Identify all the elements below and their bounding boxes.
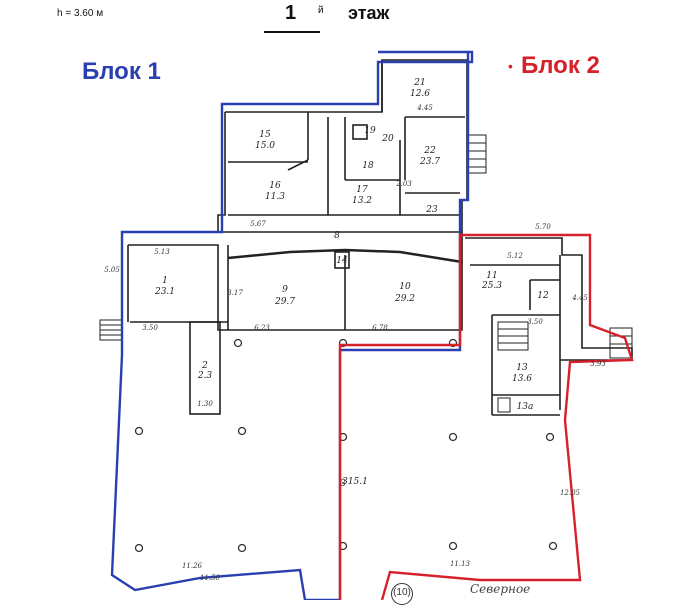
- street-number: (10): [391, 583, 413, 605]
- stair: [352, 124, 368, 140]
- dimension-label: 3.50: [142, 324, 158, 332]
- dimension-label: 1.30: [197, 400, 213, 408]
- room-3-number: 3: [340, 479, 346, 489]
- room-17-number: 17: [356, 185, 368, 195]
- room-22-number: 22: [423, 146, 436, 156]
- dimension-label: 3.93: [590, 360, 606, 368]
- floor-suffix: й: [318, 5, 324, 16]
- room-11-number: 11: [486, 271, 497, 281]
- walls: [99, 59, 633, 416]
- arch: [227, 248, 463, 264]
- dimension-label: 4.45: [571, 294, 588, 302]
- room-23-number: 23: [425, 205, 438, 215]
- dimension-label: 6.78: [372, 324, 388, 332]
- middle-wall: [128, 232, 463, 331]
- room-9-area: 29.7: [274, 297, 295, 307]
- room-17-area: 13.2: [352, 196, 372, 206]
- dimension-label: 2.03: [395, 180, 412, 188]
- dimension-label: 11.13: [450, 560, 471, 568]
- street-name: Северное: [470, 582, 531, 596]
- dimension-label: 3.17: [227, 289, 243, 297]
- room-1-area: 23.1: [154, 287, 175, 297]
- dimension-label: 11.26: [182, 562, 203, 570]
- block-2-outline: [338, 233, 634, 600]
- floor-underline: [264, 31, 320, 33]
- hall-area: 315.1: [342, 477, 368, 487]
- dimension-labels: 4.45 5.67 5.13 5.70 5.12 3.50 6.23 6.78 …: [104, 104, 606, 582]
- dimension-label: 5.05: [104, 266, 120, 274]
- wall: [287, 159, 309, 171]
- room-22-area: 23.7: [419, 157, 440, 167]
- floor-number: 1: [285, 2, 297, 24]
- room-14-number: 14: [336, 256, 348, 266]
- dimension-label: 11.50: [200, 574, 221, 582]
- block-1-label: Блок 1: [82, 58, 161, 85]
- room-20-number: 20: [381, 134, 394, 144]
- room-12-number: 12: [537, 291, 549, 301]
- room-labels: 21 12.6 15 15.0 22 23.7 16 11.3 17 13.2 …: [154, 78, 549, 489]
- room-16-area: 11.3: [265, 192, 285, 202]
- dimension-label: 6.23: [254, 324, 270, 332]
- room-9-number: 9: [282, 285, 288, 295]
- dimension-label: 5.12: [507, 252, 523, 260]
- dimension-label: 3.50: [527, 318, 543, 326]
- room-10-area: 29.2: [394, 294, 415, 304]
- room-10-number: 10: [399, 282, 411, 292]
- room-13-number: 13: [516, 363, 528, 373]
- dimension-label: 5.70: [535, 223, 551, 231]
- block-2-dot: •: [508, 58, 513, 74]
- room-15-number: 15: [259, 130, 271, 140]
- room-13a-number: 13а: [517, 402, 534, 412]
- room-2-number: 2: [201, 361, 208, 371]
- dimension-label: 12.05: [560, 489, 581, 497]
- room-16-number: 16: [269, 181, 281, 191]
- room-11-area: 25.3: [481, 281, 502, 291]
- closet: [189, 321, 221, 415]
- floor-word: этаж: [348, 3, 390, 23]
- room-13-area: 13.6: [512, 374, 532, 384]
- dimension-label: 4.45: [416, 104, 433, 112]
- height-note: h = 3.60 м: [57, 8, 104, 19]
- block-1-outline: [110, 50, 474, 600]
- room-15-area: 15.0: [255, 141, 275, 151]
- dimension-label: 5.13: [154, 248, 170, 256]
- dimension-label: 5.67: [250, 220, 266, 228]
- room-1-number: 1: [162, 276, 168, 286]
- room-19-number: 19: [364, 126, 376, 136]
- block-2-label: Блок 2: [521, 52, 600, 79]
- room-8-number: 8: [334, 231, 340, 241]
- external-stairs: [99, 134, 633, 413]
- stair: [334, 251, 350, 269]
- room-2-area: 2.3: [197, 371, 213, 381]
- room-21-area: 12.6: [410, 89, 430, 99]
- room-21-number: 21: [413, 78, 425, 88]
- room-18-number: 18: [362, 161, 374, 171]
